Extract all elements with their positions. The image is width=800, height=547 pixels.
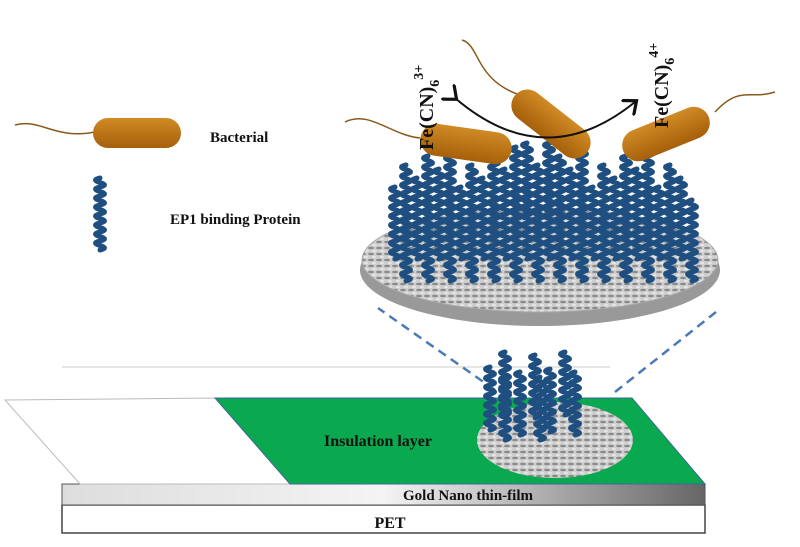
protein-helix-icon	[543, 366, 557, 435]
protein-helix-icon	[498, 166, 512, 262]
protein-helix-icon	[388, 184, 402, 262]
legend-flagellum	[14, 122, 96, 135]
protein-helix-icon	[513, 369, 527, 438]
gold-label: Gold Nano thin-film	[403, 488, 534, 504]
protein-helix-icon	[443, 188, 457, 284]
legend-bacterium-icon	[93, 118, 181, 148]
pet-label: PET	[374, 515, 405, 532]
redox-double-arrow	[455, 98, 635, 139]
ferrocyanide-label: Fe(CN)64+	[647, 43, 678, 128]
protein-helix-icon	[432, 166, 446, 262]
protein-helix-icon	[641, 188, 655, 284]
protein-layer-disk	[388, 131, 699, 284]
legend: Bacterial EP1 binding Protein	[14, 118, 301, 253]
sensor-strip: Insulation layer Gold Nano thin-film PET	[3, 366, 707, 534]
protein-helix-icon	[619, 197, 633, 284]
protein-helix-icon	[630, 166, 644, 262]
protein-helix-icon	[586, 184, 600, 262]
flagellum	[714, 91, 776, 113]
bacterium-right	[622, 106, 710, 162]
protein-helix-icon	[575, 188, 589, 284]
protein-helix-icon	[410, 175, 424, 262]
protein-helix-icon	[542, 175, 556, 262]
protein-helix-icon	[685, 197, 699, 284]
zoom-arrow-left	[377, 306, 496, 392]
protein-helix-icon	[520, 184, 534, 262]
gold-layer	[61, 483, 706, 506]
insulation-label: Insulation layer	[324, 433, 432, 450]
protein-helix-icon	[487, 197, 501, 284]
protein-helix-icon	[558, 349, 572, 418]
ferricyanide-label: Fe(CN)63+	[412, 65, 443, 150]
flagellum	[344, 118, 421, 139]
protein-helix-icon	[533, 374, 547, 443]
protein-helix-icon	[476, 175, 490, 262]
protein-helix-icon	[553, 197, 567, 284]
protein-helix-icon	[509, 188, 523, 284]
protein-helix-icon	[465, 206, 479, 284]
protein-helix-icon	[531, 206, 545, 284]
bacterium-left	[420, 123, 512, 165]
protein-helix-icon	[399, 206, 413, 284]
protein-helix-icon	[568, 369, 582, 438]
protein-helix-icon	[564, 166, 578, 262]
protein-helix-icon	[674, 175, 688, 262]
protein-helix-icon	[421, 197, 435, 284]
legend-protein-icon	[93, 175, 107, 253]
flagellum	[461, 39, 521, 96]
protein-helix-icon	[498, 374, 512, 443]
zoom-arrow-right	[614, 311, 717, 393]
bacteria-group	[344, 39, 776, 165]
protein-helix-icon	[597, 206, 611, 284]
protein-helix-icon	[483, 364, 497, 433]
legend-protein-label: EP1 binding Protein	[170, 212, 301, 228]
protein-helix-icon	[608, 175, 622, 262]
pet-layer	[61, 504, 706, 534]
protein-helix-icon	[93, 175, 107, 253]
protein-helix-icon	[454, 184, 468, 262]
legend-bacterial-label: Bacterial	[210, 130, 268, 146]
protein-helix-icon	[663, 206, 677, 284]
protein-layer-well	[483, 349, 582, 443]
protein-helix-icon	[652, 184, 666, 262]
